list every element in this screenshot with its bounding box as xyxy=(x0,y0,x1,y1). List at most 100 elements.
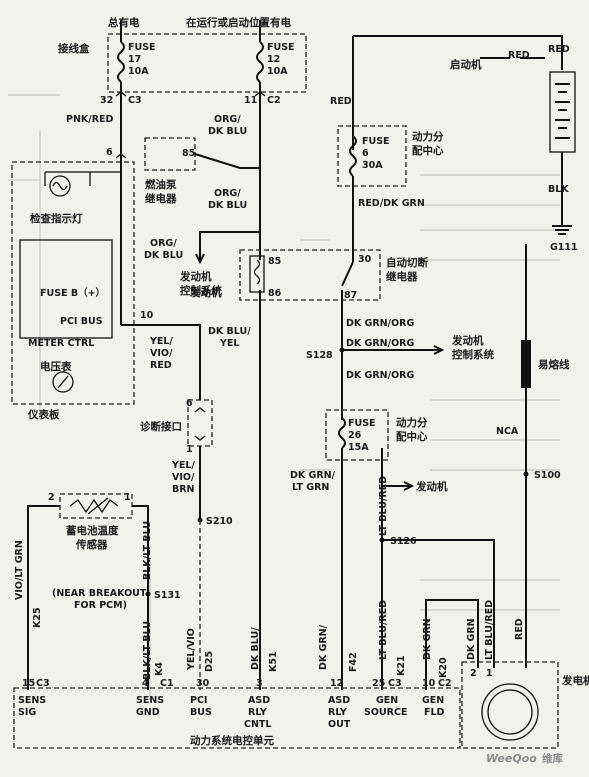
fuel-pump-relay-label-a: 燃油泵 xyxy=(145,178,177,191)
wire-pci-bus xyxy=(121,324,201,400)
conn-6-mark xyxy=(115,153,127,159)
pdc-label-1b: 配中心 xyxy=(412,144,444,157)
pcm-c2: C2 xyxy=(438,678,452,689)
pdc-label-1a: 动力分 xyxy=(412,130,444,143)
fuse12-number: 12 xyxy=(267,54,280,65)
pcm-pin-15: 15 xyxy=(22,678,35,689)
pcm-sens-gnd-b: GND xyxy=(136,707,160,718)
pcm-gen-src-a: GEN xyxy=(376,695,398,706)
fuse6-amp: 30A xyxy=(362,160,383,171)
pcm-c3b: C3 xyxy=(388,678,402,689)
wire-org-dkblu-label-1b: DK BLU xyxy=(208,126,247,137)
wire-org-label-b1: ORG/ xyxy=(150,238,177,249)
wire-dkgrn-label-b: DK GRN xyxy=(466,618,477,660)
voltmeter-label: 电压表 xyxy=(40,360,72,373)
wire-dkblu-yel-label-b: YEL xyxy=(219,338,239,349)
battery-cells xyxy=(555,83,570,139)
check-lamp-filament xyxy=(52,181,68,191)
conn-c2-top: C2 xyxy=(267,95,281,106)
asd-relay-box xyxy=(239,249,381,301)
fuse12-symbol xyxy=(256,41,264,83)
pin-11: 11 xyxy=(244,95,257,106)
pcm-asd-cntl-c: CNTL xyxy=(244,719,271,730)
wire-ltblu-red xyxy=(381,486,495,690)
fuse12-amp: 10A xyxy=(267,66,288,77)
circuit-f42: F42 xyxy=(348,652,359,672)
ecs-label-1a: 发动机 xyxy=(179,270,212,283)
wire-org-dkblu-label-2a: ORG/ xyxy=(214,188,241,199)
fuse17-number: 17 xyxy=(128,54,141,65)
splice-s128-dot xyxy=(339,347,345,353)
pcm-c3: C3 xyxy=(36,678,50,689)
batt-temp-sensor-symbol xyxy=(69,497,119,515)
fuse12-label: FUSE xyxy=(267,42,295,53)
pcm-pci-b: BUS xyxy=(190,707,212,718)
circuit-d25: D25 xyxy=(204,651,215,672)
pin-85-fuel: 85 xyxy=(182,148,195,159)
circuit-k4: K4 xyxy=(154,662,165,676)
circuit-k25: K25 xyxy=(32,607,43,628)
watermark-text: 维库 xyxy=(542,752,563,765)
fuse6-label: FUSE xyxy=(362,136,390,147)
gen-pin-2: 2 xyxy=(470,668,477,679)
fuse17-label: FUSE xyxy=(128,42,156,53)
fusible-link-symbol xyxy=(521,340,531,388)
wire-dkgrn-field xyxy=(425,599,479,690)
pci-bus-cluster-label: PCI BUS xyxy=(60,316,103,327)
wire-ltblu-red-label-b: LT BLU/RED xyxy=(378,600,389,660)
wire-red-gen-label: RED xyxy=(514,618,525,640)
run-start-power-label: 在运行或启动位置有电 xyxy=(186,16,291,29)
pcm-sens-sig-b: SIG xyxy=(18,707,36,718)
conn-c2-top-mark xyxy=(254,91,266,97)
conn-c3-top: C3 xyxy=(128,95,142,106)
pin-6-diag: 6 xyxy=(186,398,193,409)
wire-blk-ltblu-label-b: BLK/LT BLU xyxy=(142,621,153,680)
pcm-pin-30: 30 xyxy=(196,678,210,689)
wire-yel-label-b: YEL/ xyxy=(171,460,195,471)
pin-30-asd: 30 xyxy=(358,254,372,265)
gen-pin-1: 1 xyxy=(486,668,493,679)
arrow-ecs-1 xyxy=(195,253,205,265)
pdc-label-2a: 动力分 xyxy=(396,416,428,429)
meter-ctrl-label: METER CTRL xyxy=(28,338,94,349)
conn-c3-top-mark xyxy=(115,91,127,97)
ecs-label-1b: 控制系统 xyxy=(180,284,222,297)
pin-85-asd: 85 xyxy=(268,256,281,267)
asd-relay-switch xyxy=(341,245,354,300)
lamp-wiring xyxy=(44,171,121,186)
wire-dkgrn-org-label-3: DK GRN/ORG xyxy=(346,370,414,381)
asd-relay-label-a: 自动切断 xyxy=(386,256,428,269)
wire-vio-ltgrn xyxy=(27,505,60,690)
cluster-label: 仪表板 xyxy=(27,408,60,421)
arrow-ecs-3 xyxy=(403,481,415,491)
ecs-label-3a: 发动机 xyxy=(451,334,484,347)
check-lamp-icon xyxy=(49,175,71,197)
pin-86-asd: 86 xyxy=(268,288,282,299)
pcm-c1: C1 xyxy=(160,678,174,689)
splice-s131: S131 xyxy=(154,590,181,601)
wire-brn-label: BRN xyxy=(172,484,195,495)
pcm-asd-cntl-a: ASD xyxy=(248,695,270,706)
fuse17-amp: 10A xyxy=(128,66,149,77)
pcm-gen-fld-a: GEN xyxy=(422,695,444,706)
wire-red-to-battery xyxy=(520,35,563,70)
wire-dkblu-yel-label-a: DK BLU/ xyxy=(208,326,251,337)
pcm-gen-fld-b: FLD xyxy=(424,707,445,718)
fuse26-number: 26 xyxy=(348,430,362,441)
wire-red-main xyxy=(352,35,520,150)
pcm-pci-a: PCI xyxy=(190,695,207,706)
starter-label: 启动机 xyxy=(450,58,482,71)
batt-temp-label-a: 蓄电池温度 xyxy=(66,524,119,537)
wire-vio-label-b: VIO/ xyxy=(172,472,195,483)
pin-2-sensor: 2 xyxy=(48,492,55,503)
wire-red-label-fuse6: RED xyxy=(330,96,352,107)
fuse26-symbol xyxy=(338,417,346,449)
generator-box xyxy=(461,661,559,749)
asd-coil-winding xyxy=(253,259,261,285)
wire-blk-ltblu-label-a: BLK/LT BLU xyxy=(142,521,153,580)
circuit-k20: K20 xyxy=(438,657,449,678)
pcm-pin-4: 4 xyxy=(142,678,149,689)
near-breakout-label: (NEAR BREAKOUT xyxy=(52,588,147,599)
fuse26-label: FUSE xyxy=(348,418,376,429)
asd-relay-coil xyxy=(249,255,265,293)
